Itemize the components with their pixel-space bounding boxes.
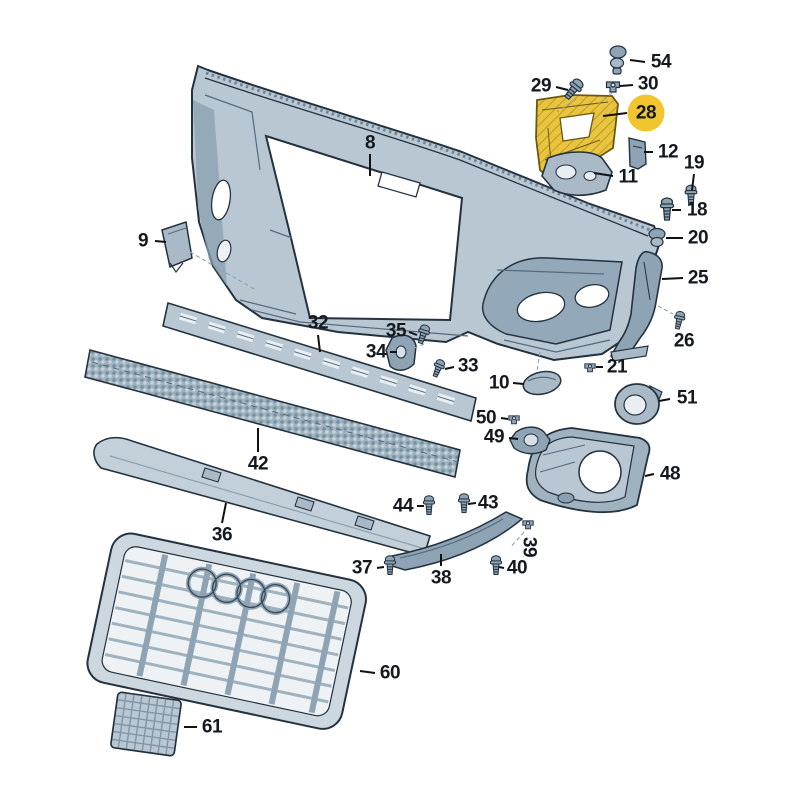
callout-54[interactable]: 54 [650,51,672,73]
part-11-headlight-bracket [541,151,613,197]
leader-lines [154,59,695,728]
callout-28-highlighted[interactable]: 28 [627,94,665,132]
callout-26[interactable]: 26 [673,330,695,352]
callout-51[interactable]: 51 [676,387,698,409]
part-26-bolt [671,310,687,331]
callout-38[interactable]: 38 [430,567,452,589]
callout-30[interactable]: 30 [637,73,659,95]
callout-34[interactable]: 34 [365,341,387,363]
callout-20[interactable]: 20 [687,227,709,249]
callout-61[interactable]: 61 [201,716,223,738]
callout-18[interactable]: 18 [686,199,708,221]
part-8-bumper-cover [191,64,662,362]
part-25-side-guide-bracket [610,250,663,362]
part-21-clip [584,363,596,373]
part-51-grommet-ring [614,383,663,425]
callout-33[interactable]: 33 [457,355,479,377]
part-30-clip [605,81,621,93]
part-40-screw [489,555,503,576]
callout-44[interactable]: 44 [392,495,414,517]
part-44-screw [422,495,436,516]
part-61-mesh-insert [110,691,182,757]
part-36-lower-trim-strip [93,436,431,557]
part-12-side-bracket [628,137,647,170]
callout-42[interactable]: 42 [247,453,269,475]
callout-43[interactable]: 43 [477,492,499,514]
assembly-guide-lines [189,92,674,549]
part-54-sensor-clip [609,45,627,75]
callout-40[interactable]: 40 [506,557,528,579]
audi-rings-icon [185,566,292,615]
part-33-screw [429,357,447,379]
callout-37[interactable]: 37 [351,557,373,579]
part-9-tow-hook-cover [161,221,193,274]
callout-11[interactable]: 11 [618,166,638,188]
part-38-corner-trim-strip [391,511,524,571]
callout-8[interactable]: 8 [364,132,376,154]
callout-9[interactable]: 9 [137,230,149,252]
callout-25[interactable]: 25 [687,267,709,289]
part-48-fog-light-grille [525,427,651,514]
callout-10[interactable]: 10 [488,372,510,394]
part-60-radiator-grille [86,532,367,730]
callout-12[interactable]: 12 [657,141,679,163]
callout-48[interactable]: 48 [659,463,681,485]
part-42-impact-absorber-bar [84,349,461,478]
part-32-slotted-crossbar [162,301,477,423]
callout-49[interactable]: 49 [483,426,505,448]
callout-50[interactable]: 50 [475,407,497,429]
part-50-clip [508,415,520,425]
callout-21[interactable]: 21 [606,356,628,378]
callout-39[interactable]: 39 [518,536,540,558]
callout-36[interactable]: 36 [211,524,233,546]
callout-32[interactable]: 32 [307,312,329,334]
part-43-screw [457,493,471,514]
part-20-grommet-nut [648,227,666,248]
part-49-sensor-holder [509,426,551,455]
part-18-bolt [659,197,675,221]
callout-19[interactable]: 19 [683,152,705,174]
callout-29[interactable]: 29 [530,75,552,97]
part-10-washer-cover [522,370,562,396]
callout-60[interactable]: 60 [379,662,401,684]
callout-35[interactable]: 35 [385,320,407,342]
part-39-clip [522,520,534,530]
